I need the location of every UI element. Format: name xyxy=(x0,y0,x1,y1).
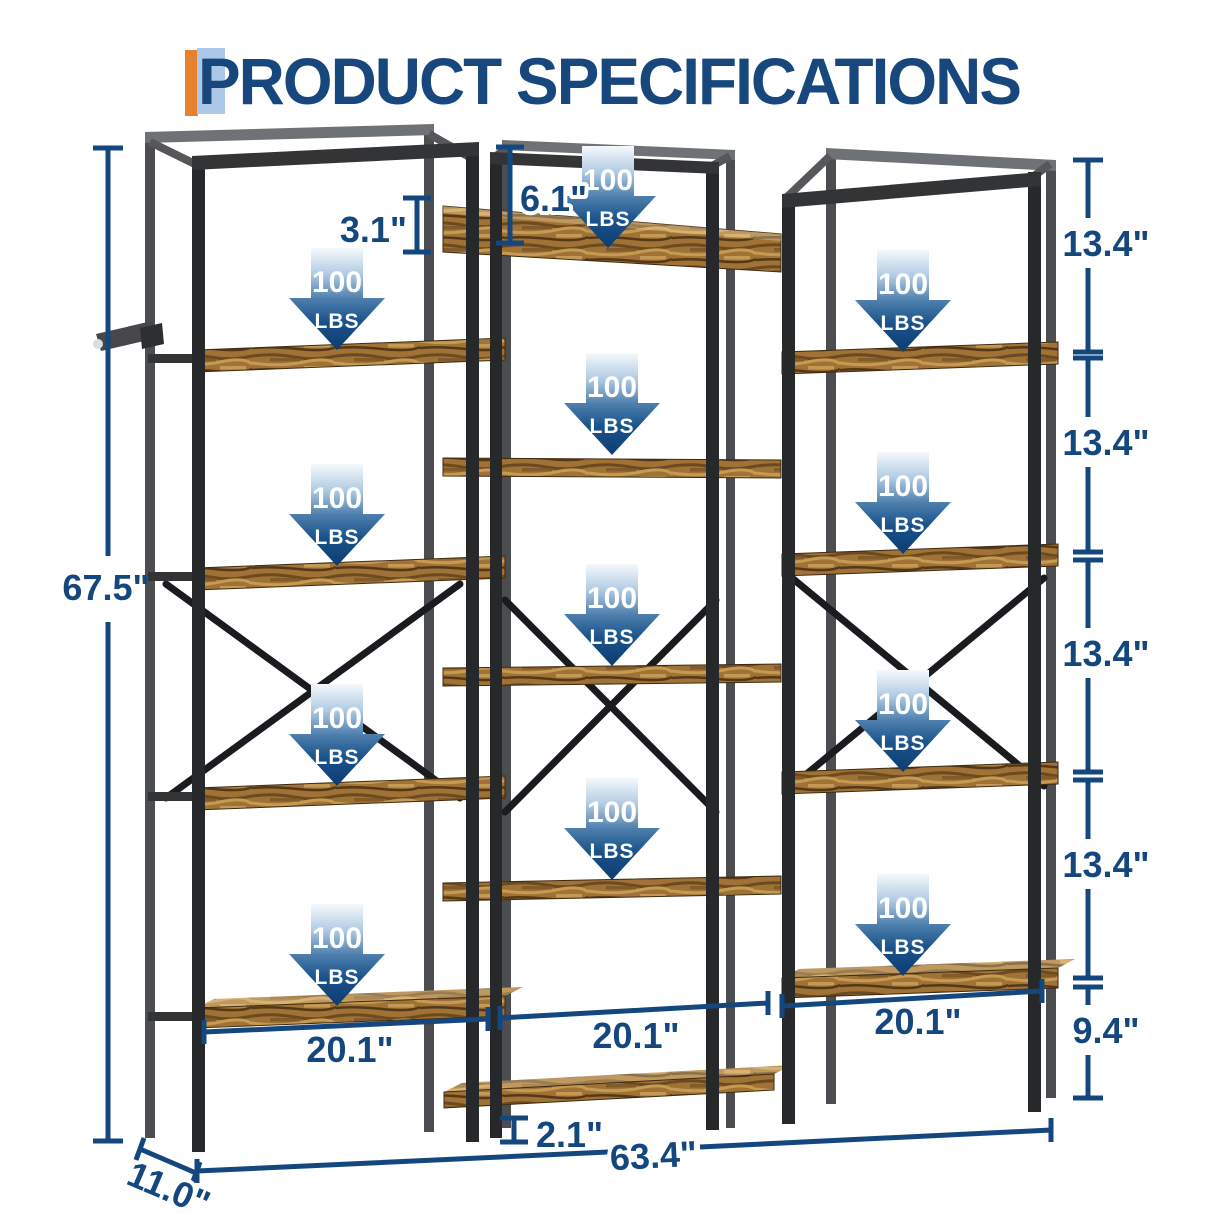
load-unit: LBS xyxy=(590,415,635,438)
down-arrow-icon xyxy=(289,464,385,566)
dim-label-section-width-middle: 20.1" xyxy=(592,1015,679,1056)
down-arrow-icon xyxy=(855,250,951,352)
load-capacity-arrow-2: 100 LBS xyxy=(289,248,385,350)
load-unit: LBS xyxy=(881,936,926,959)
load-value: 100 xyxy=(312,922,362,955)
load-unit: LBS xyxy=(315,746,360,769)
load-capacity-arrow-1: 100 LBS xyxy=(560,146,656,248)
shelf-board xyxy=(443,1073,775,1109)
load-unit: LBS xyxy=(881,732,926,755)
dim-label-shelf-gap-2: 13.4" xyxy=(1062,422,1149,463)
page-title: PRODUCT SPECIFICATIONS xyxy=(198,44,1020,118)
shelf-board xyxy=(781,761,1059,795)
dim-label-section-width-left: 20.1" xyxy=(306,1029,393,1070)
load-value: 100 xyxy=(878,892,928,925)
load-capacity-arrow-10: 100 LBS xyxy=(564,778,660,880)
dim-shelf-gap-2: 13.4" xyxy=(1062,355,1150,555)
down-arrow-icon xyxy=(289,248,385,350)
dim-shelf-gap-1: 13.4" xyxy=(1062,157,1150,355)
dim-label-bottom-clearance: 2.1" xyxy=(536,1114,603,1155)
load-unit: LBS xyxy=(590,840,635,863)
anti-tip-bracket xyxy=(93,321,164,351)
shelf-board xyxy=(781,543,1059,577)
load-unit: LBS xyxy=(590,626,635,649)
load-value: 100 xyxy=(587,796,637,829)
shelf-board xyxy=(195,337,506,373)
dim-bottom-gap: 9.4" xyxy=(1072,984,1140,1101)
load-value: 100 xyxy=(878,688,928,721)
bookshelf-back-frame xyxy=(145,124,1056,1138)
shelf-board xyxy=(442,663,782,687)
dim-label-bottom-gap: 9.4" xyxy=(1072,1010,1139,1051)
dim-bottom-clearance: 2.1" xyxy=(500,1110,607,1159)
load-capacity-arrow-7: 100 LBS xyxy=(564,564,660,666)
load-capacity-arrow-9: 100 LBS xyxy=(855,670,951,772)
title-accent-bar xyxy=(185,50,198,116)
load-value: 100 xyxy=(587,582,637,615)
load-capacity-arrow-6: 100 LBS xyxy=(855,452,951,554)
dim-section-width-right: 20.1" xyxy=(779,979,1045,1046)
down-arrow-icon xyxy=(289,904,385,1006)
load-unit: LBS xyxy=(315,966,360,989)
page-title-block: PRODUCT SPECIFICATIONS xyxy=(185,44,1022,118)
shelf-board xyxy=(195,775,506,811)
dim-label-board-thickness: 3.1" xyxy=(340,209,407,250)
down-arrow-icon xyxy=(855,452,951,554)
load-capacity-arrow-8: 100 LBS xyxy=(289,684,385,786)
load-unit: LBS xyxy=(881,514,926,537)
dim-label-total-height: 67.5" xyxy=(62,567,149,608)
load-capacity-arrows: 100 LBS 100 LBS 100 LBS 100 LBS 100 LBS … xyxy=(289,146,951,1006)
load-value: 100 xyxy=(878,268,928,301)
down-arrow-icon xyxy=(564,353,660,455)
load-capacity-arrow-4: 100 LBS xyxy=(564,353,660,455)
shelf-board xyxy=(442,875,782,902)
dim-board-thickness: 3.1" xyxy=(336,195,431,255)
dim-total-height: 67.5" xyxy=(62,145,150,1144)
dim-label-shelf-gap-1: 13.4" xyxy=(1062,223,1149,264)
dim-label-shelf-gap-3: 13.4" xyxy=(1062,633,1149,674)
dim-shelf-gap-3: 13.4" xyxy=(1062,557,1150,775)
dim-total-width: 63.4" xyxy=(194,1118,1054,1183)
load-value: 100 xyxy=(312,266,362,299)
load-value: 100 xyxy=(583,164,633,197)
dim-label-total-width: 63.4" xyxy=(609,1133,698,1179)
load-value: 100 xyxy=(587,371,637,404)
shelf-board xyxy=(442,457,782,479)
down-arrow-icon xyxy=(855,670,951,772)
load-capacity-arrow-5: 100 LBS xyxy=(289,464,385,566)
dim-section-width-middle: 20.1" xyxy=(497,991,771,1060)
down-arrow-icon xyxy=(564,564,660,666)
down-arrow-icon xyxy=(855,874,951,976)
load-capacity-arrow-12: 100 LBS xyxy=(855,874,951,976)
dimension-annotations: 67.5" 13.4" 13.4" 13.4" 13.4" 9.4" 3.1" xyxy=(62,144,1150,1214)
dim-top-clearance: 6.1" xyxy=(496,144,591,246)
dim-section-width-left: 20.1" xyxy=(201,1007,491,1074)
down-arrow-icon xyxy=(564,778,660,880)
shelf-board xyxy=(781,341,1059,375)
load-unit: LBS xyxy=(315,526,360,549)
dim-label-section-width-right: 20.1" xyxy=(874,1001,961,1042)
dim-label-shelf-gap-4: 13.4" xyxy=(1062,844,1149,885)
load-value: 100 xyxy=(312,702,362,735)
load-capacity-arrow-11: 100 LBS xyxy=(289,904,385,1006)
title-highlight-block xyxy=(197,48,225,114)
load-capacity-arrow-3: 100 LBS xyxy=(855,250,951,352)
dim-label-top-clearance: 6.1" xyxy=(520,178,587,219)
dim-shelf-gap-4: 13.4" xyxy=(1062,777,1150,981)
load-unit: LBS xyxy=(586,208,631,231)
load-unit: LBS xyxy=(881,312,926,335)
load-unit: LBS xyxy=(315,310,360,333)
load-value: 100 xyxy=(312,482,362,515)
load-value: 100 xyxy=(878,470,928,503)
bookshelf-front-frame xyxy=(192,142,1041,1152)
